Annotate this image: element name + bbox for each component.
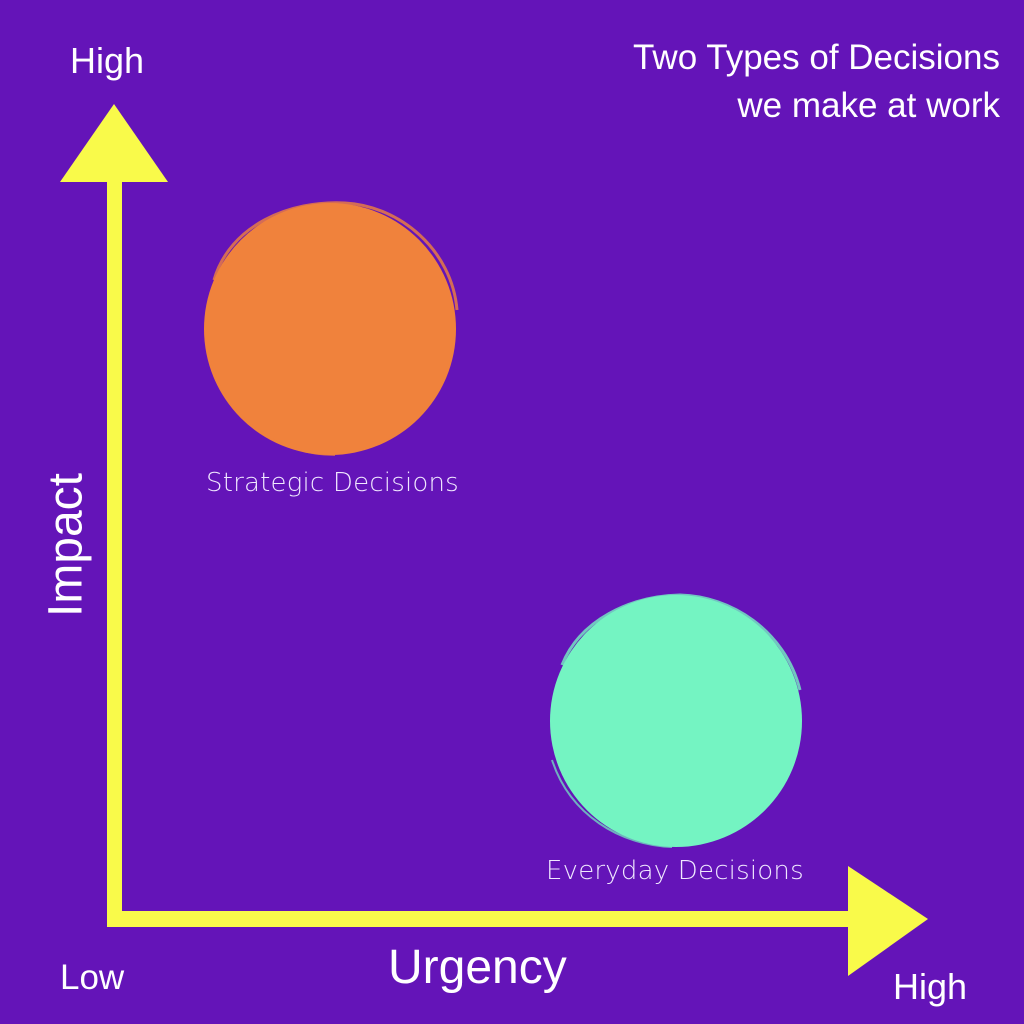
x-axis-low-label: Low [60,958,125,997]
strategic-decisions-label: Strategic Decisions [206,468,459,498]
everyday-decisions-brush-edge-2 [551,759,673,848]
strategic-decisions-brush-edge [212,201,459,311]
strategic-decisions-bubble [204,201,459,456]
diagram-title: Two Types of Decisions we make at work [480,34,1000,130]
y-axis-arrowhead [60,104,168,182]
x-axis-line [107,911,862,927]
strategic-decisions-circle [204,203,456,455]
y-axis-title: Impact [39,472,93,618]
x-axis-arrowhead [848,866,928,976]
x-axis-title: Urgency [388,941,567,994]
everyday-decisions-label: Everyday Decisions [546,856,804,886]
x-axis-high-label: High [893,966,968,1007]
y-axis-line [107,172,122,927]
everyday-decisions-bubble [550,593,802,848]
everyday-decisions-brush-edge [560,593,802,691]
strategic-decisions-brush-edge-2 [209,359,336,456]
title-line-1: Two Types of Decisions [632,38,1000,77]
y-axis-high-label: High [70,40,145,81]
title-line-2: we make at work [737,86,1000,125]
everyday-decisions-circle [550,595,802,847]
